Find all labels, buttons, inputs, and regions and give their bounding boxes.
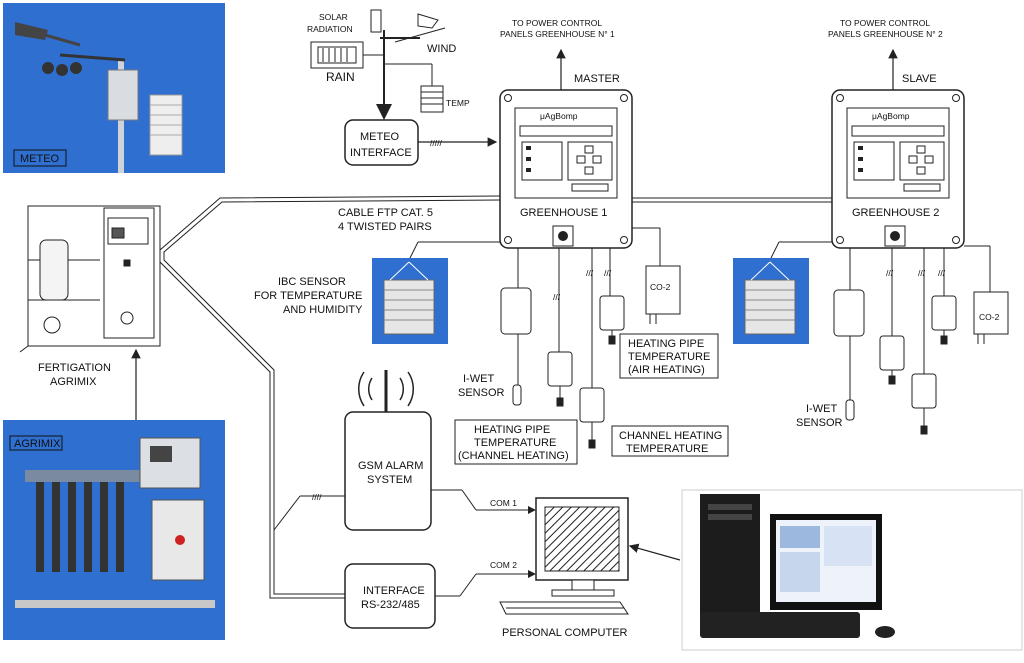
meteo-photo: METEO [3,3,225,173]
rs232-interface: INTERFACE RS-232/485 [344,563,536,629]
pc-label: PERSONAL COMPUTER [502,627,628,639]
gsm-alarm-system: GSM ALARM SYSTEM //// [273,370,536,531]
iwet1-label: I-WET [463,373,494,385]
heating-channel-label: HEATING PIPE [474,424,550,436]
co2-label-2: CO-2 [979,312,1000,322]
interface-label-2: RS-232/485 [361,599,420,611]
heating-air-label: HEATING PIPE [628,338,704,350]
wind-label: WIND [427,43,456,55]
temp-label: TEMP [446,98,470,108]
co2-label: CO-2 [650,282,671,292]
svg-text:///: /// [604,268,612,278]
meteo-interface-label-2: INTERFACE [350,147,412,159]
svg-text:///: /// [938,268,946,278]
solar-sensor-icon [370,9,382,33]
agrimix-photo-label: AGRIMIX [14,438,61,450]
temp-sensor-icon [420,85,444,113]
gsm-label-2: SYSTEM [367,474,412,486]
heating-channel-label-box: HEATING PIPE TEMPERATURE (CHANNEL HEATIN… [454,419,578,465]
heating-channel-label-2: TEMPERATURE [474,437,556,449]
ibc-label-3: AND HUMIDITY [283,304,363,316]
fertigation-unit [19,205,161,353]
greenhouse1-label: GREENHOUSE 1 [520,207,607,219]
iwet2-label-2: SENSOR [796,417,843,429]
agrimix-photo: AGRIMIX [3,420,225,640]
channel-temp-label-box: CHANNEL HEATING TEMPERATURE [611,425,729,457]
channel-temp-label: CHANNEL HEATING [619,430,722,442]
heating-air-label-2: TEMPERATURE [628,351,710,363]
cable-label: CABLE FTP CAT. 5 [338,207,433,219]
svg-text:///: /// [918,268,926,278]
power1-label-2: PANELS GREENHOUSE N° 1 [500,29,615,39]
pc-photo [681,489,1023,651]
com1-label: COM 1 [490,498,517,508]
gsm-label: GSM ALARM [358,460,423,472]
personal-computer-icon [499,497,629,615]
solar-radiation-label: SOLAR [319,12,348,22]
keyboard-icon [700,612,860,638]
master-label: MASTER [574,73,620,85]
heating-channel-label-3: (CHANNEL HEATING) [458,450,569,462]
ibc-label: IBC SENSOR [278,276,346,288]
com2-label: COM 2 [490,560,517,570]
power1-label: TO POWER CONTROL [512,18,602,28]
brand-label: μAgBomp [540,111,578,121]
cable-hash-mark: ///// [430,138,442,148]
greenhouse-1-controller: TO POWER CONTROL PANELS GREENHOUSE N° 1 … [499,18,633,249]
svg-text:///: /// [886,268,894,278]
cable-label-2: 4 TWISTED PAIRS [338,221,432,233]
svg-text:///: /// [553,292,561,302]
pc-tower-icon [700,494,760,620]
solar-radiation-label-2: RADIATION [307,24,353,34]
greenhouse2-sensors: /// /// /// [833,245,1009,435]
ibc-sensor-2 [733,258,809,344]
greenhouse2-label: GREENHOUSE 2 [852,207,939,219]
wind-vane-icon [417,13,439,29]
weather-station-icon [15,22,183,173]
agrimix-manifold-icon [25,470,145,482]
power2-label: TO POWER CONTROL [840,18,930,28]
greenhouse1-sensors: /// /// /// [500,227,681,449]
fertigation-label: FERTIGATION [38,362,111,374]
iwet1-label-2: SENSOR [458,387,505,399]
svg-text:///: /// [586,268,594,278]
meteo-sensors: SOLAR RADIATION WIND RAIN TEMP [307,9,470,120]
meteo-photo-label: METEO [20,153,60,165]
ibc-label-2: FOR TEMPERATURE [254,290,362,302]
iwet2-label: I-WET [806,403,837,415]
mouse-icon [875,626,895,638]
rain-label: RAIN [326,70,355,84]
heating-air-label-3: (AIR HEATING) [628,364,705,376]
heating-air-label-box: HEATING PIPE TEMPERATURE (AIR HEATING) [619,333,719,379]
meteo-interface: METEO INTERFACE ///// [344,119,498,166]
interface-label: INTERFACE [363,585,425,597]
meteo-interface-label: METEO [360,131,400,143]
brand-label-2: μAgBomp [872,111,910,121]
greenhouse-2-controller: TO POWER CONTROL PANELS GREENHOUSE N° 2 … [828,18,965,249]
power2-label-2: PANELS GREENHOUSE N° 2 [828,29,943,39]
cable-hash-mark-2: //// [312,492,322,502]
fertigation-label-2: AGRIMIX [50,376,97,388]
slave-label: SLAVE [902,73,937,85]
channel-temp-label-2: TEMPERATURE [626,443,708,455]
ibc-sensor-1 [372,258,448,344]
